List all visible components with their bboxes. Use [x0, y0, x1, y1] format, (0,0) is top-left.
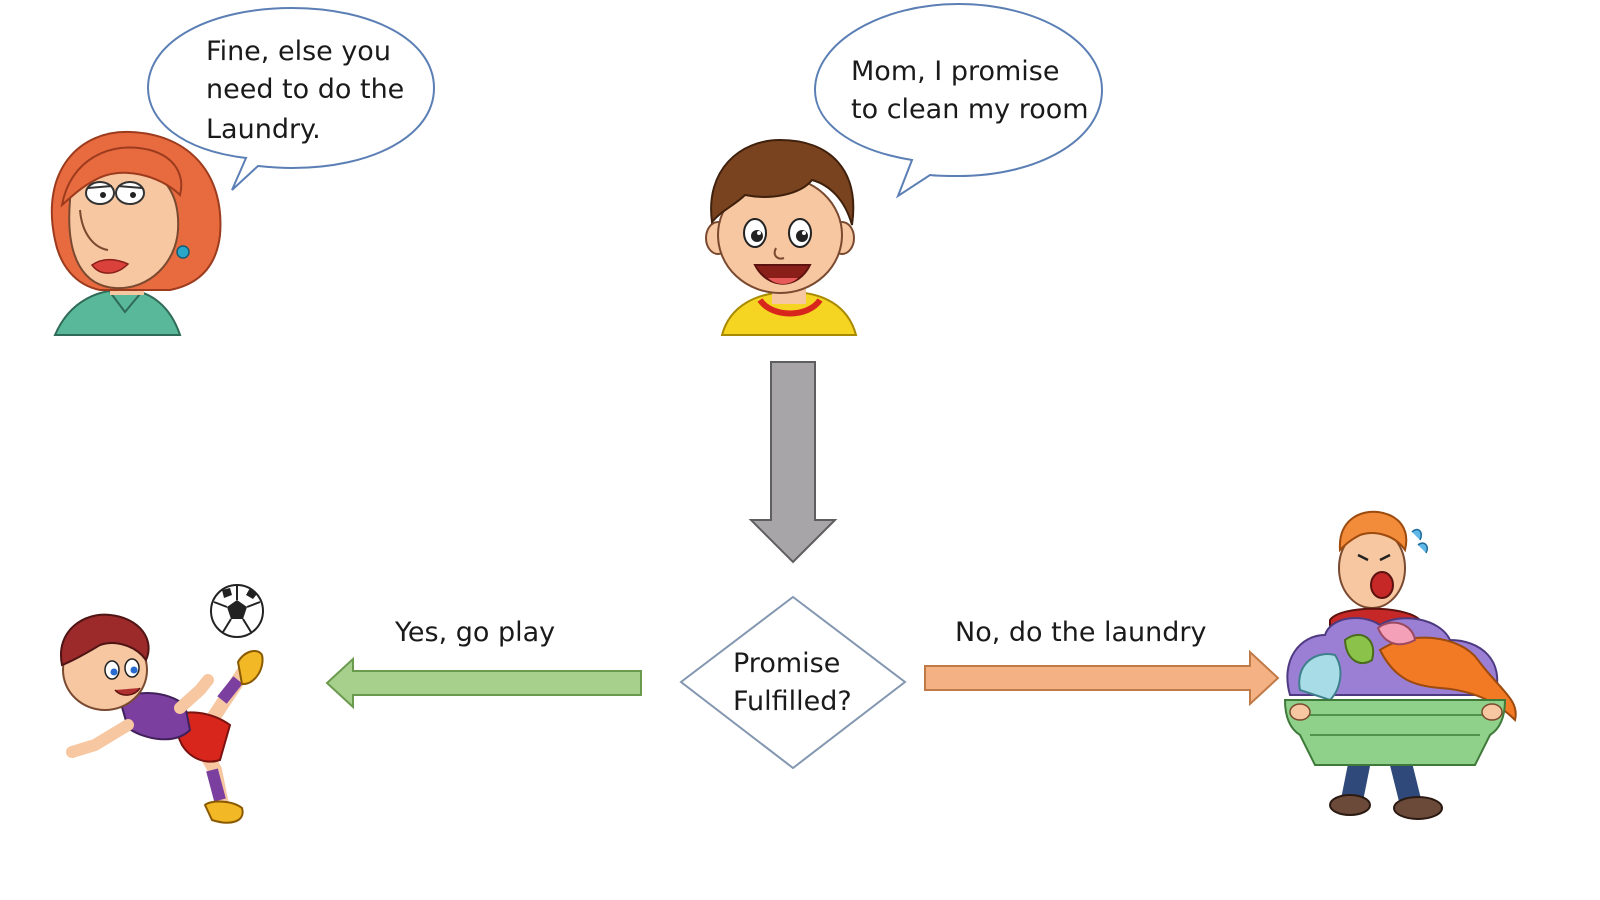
- svg-text:Mom, I promise to clean: Mom, I promise to clean my room: [851, 56, 1089, 125]
- svg-text:Promise Fulfilled?: Promise Fulfilled?: [733, 648, 852, 717]
- no-branch-label: No, do the laundry: [955, 617, 1207, 648]
- kid-bubble-line-1: Mom, I promise: [851, 56, 1059, 87]
- laundry-boy-icon: [1283, 510, 1517, 820]
- mom-character-icon: [50, 130, 222, 336]
- svg-text:Fine, else you need to d: Fine, else you need to do the Laundry.: [206, 36, 413, 145]
- decision-diamond: Promise Fulfilled?: [679, 595, 907, 770]
- mom-bubble-line-2: need to do the: [206, 74, 404, 105]
- mom-speech-bubble: Fine, else you need to do the Laundry.: [146, 6, 436, 191]
- soccer-boy-icon: [59, 584, 264, 824]
- kid-speech-bubble: Mom, I promise to clean my room: [813, 2, 1104, 199]
- decision-line-2: Fulfilled?: [733, 686, 852, 717]
- boy-character-icon: [705, 138, 858, 336]
- yes-branch-label: Yes, go play: [394, 617, 555, 648]
- mom-bubble-line-3: Laundry.: [206, 114, 321, 145]
- down-arrow: [748, 361, 838, 564]
- mom-bubble-line-1: Fine, else you: [206, 36, 391, 67]
- yes-arrow: [325, 656, 642, 710]
- soccer-ball-icon: [210, 584, 264, 638]
- kid-bubble-line-2: to clean my room: [851, 94, 1089, 125]
- decision-line-1: Promise: [733, 648, 840, 679]
- no-arrow: [924, 649, 1280, 707]
